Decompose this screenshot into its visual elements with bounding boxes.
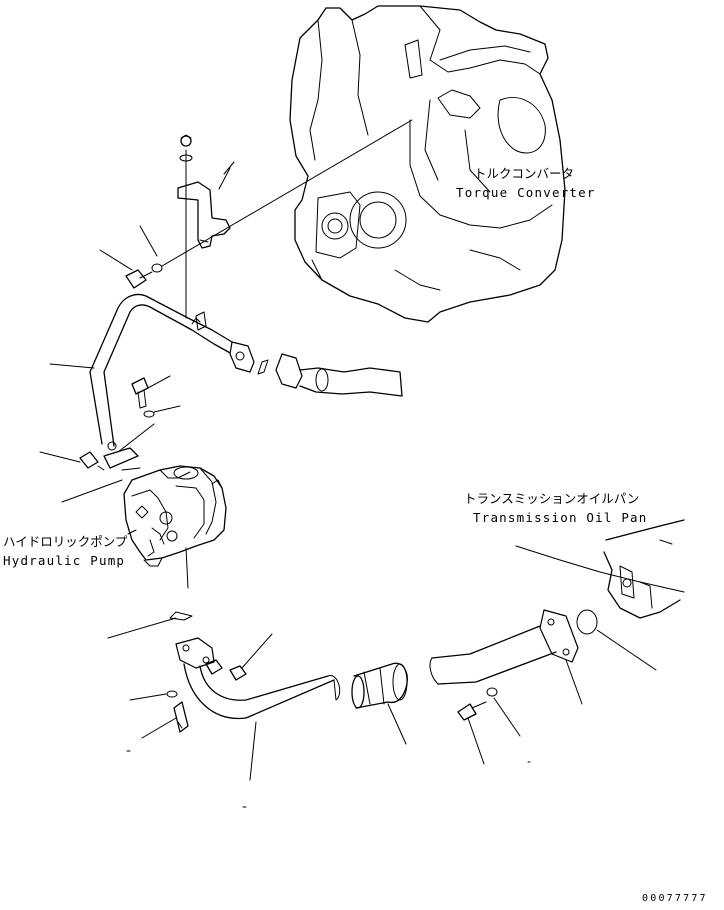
hydraulic-pump-label: ハイドロリックポンプ Hydraulic Pump (3, 534, 128, 568)
torque-converter-label-en: Torque Converter (456, 185, 596, 200)
minor-marks (126, 750, 531, 808)
transmission-oil-pan-label-en: Transmission Oil Pan (473, 510, 648, 525)
upper-suction-tube (49, 293, 403, 447)
oil-pan-outlet-tube (429, 609, 657, 705)
torque-converter-label: トルクコンバータ Torque Converter (456, 166, 596, 200)
hydraulic-pump-label-en: Hydraulic Pump (3, 553, 125, 568)
hose-coupling (351, 662, 408, 745)
torque-converter-label-jp: トルクコンバータ (474, 166, 574, 181)
transmission-oil-pan-label-jp: トランスミッションオイルパン (464, 491, 639, 506)
transmission-oil-pan-label: トランスミッションオイルパン Transmission Oil Pan (464, 491, 648, 525)
bolt-with-washer-upper (99, 119, 413, 289)
hydraulic-pump (107, 465, 227, 639)
bolt-lower-right (457, 687, 521, 765)
mounting-bracket (177, 134, 235, 319)
drawing-code: 00077777 (642, 893, 708, 904)
lower-suction-elbow (175, 637, 341, 781)
torque-converter-housing (289, 5, 566, 323)
transmission-oil-pan (515, 519, 685, 619)
hydraulic-pump-label-jp: ハイドロリックポンプ (3, 534, 128, 549)
bracket-bolts-mid (39, 375, 181, 503)
bolts-lower-left (129, 633, 273, 739)
